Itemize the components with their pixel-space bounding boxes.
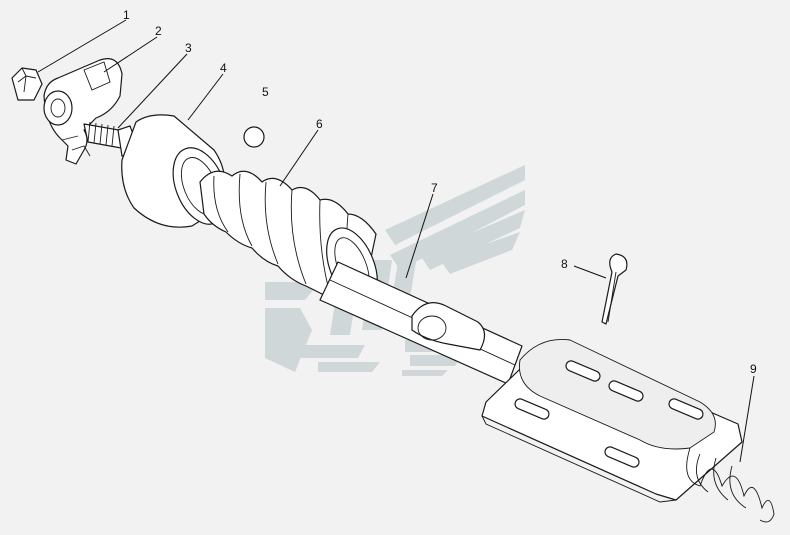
callout-labels: 1 2 3 4 5 6 7 8 9 [123, 8, 757, 376]
watermark-logo [265, 165, 525, 376]
part-8-cotter-pin [601, 253, 628, 325]
callout-7: 7 [431, 181, 438, 195]
part-2-clevis [43, 58, 123, 165]
callout-3: 3 [185, 41, 192, 55]
part-9-extension-spring [686, 447, 775, 523]
callout-5: 5 [262, 85, 269, 99]
callout-6: 6 [316, 117, 323, 131]
callout-2: 2 [155, 24, 162, 38]
leader-9 [739, 375, 755, 463]
callout-4: 4 [220, 61, 227, 75]
leader-3 [117, 53, 188, 129]
leader-4 [187, 73, 224, 121]
leader-8 [573, 265, 607, 279]
leader-2 [103, 36, 158, 73]
callout-8: 8 [561, 257, 568, 271]
leader-lines [37, 19, 755, 463]
part-1-hex-nut [11, 67, 43, 101]
part-5-ball [243, 126, 265, 148]
part-7-shaft-bracket [319, 261, 743, 503]
leader-6 [279, 129, 319, 187]
callout-9: 9 [750, 362, 757, 376]
leader-1 [37, 19, 127, 73]
callout-1: 1 [123, 8, 130, 22]
leader-7 [405, 193, 434, 279]
